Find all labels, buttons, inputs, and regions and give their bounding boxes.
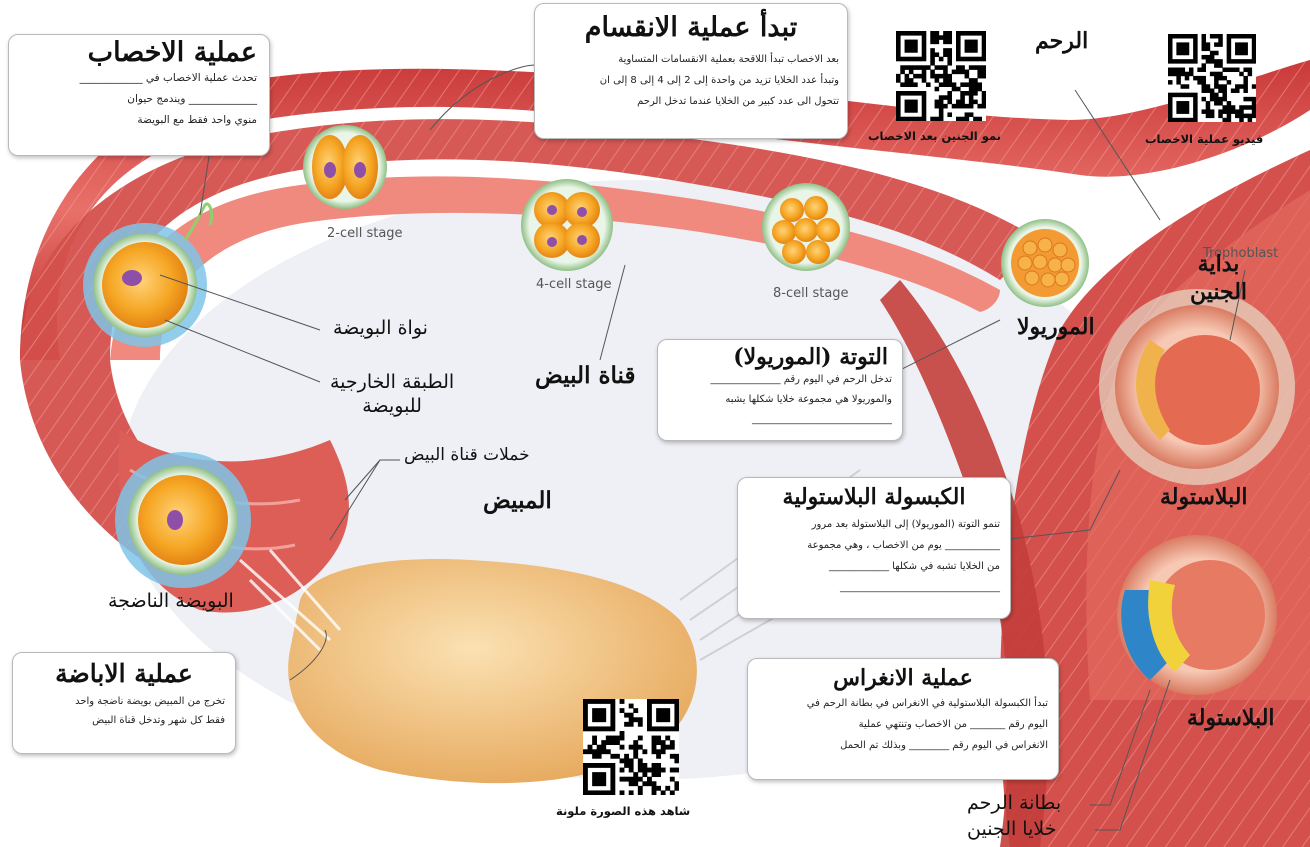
qr-code-video[interactable] [1168, 34, 1256, 122]
implantation-box: عملية الانغراس تبدأ الكبسولة البلاستولية… [747, 658, 1059, 780]
qr-pattern [1168, 34, 1256, 122]
blastocyst-line-2: ___________ يوم من الاخصاب ، وهي مجموعة [746, 535, 1000, 556]
implantation-title: عملية الانغراس [748, 659, 1058, 691]
division-title: تبدأ عملية الانقسام [535, 4, 847, 43]
qr-code-color[interactable] [583, 699, 679, 795]
division-box: تبدأ عملية الانقسام بعد الاخصاب تبدأ الل… [534, 3, 848, 139]
qr-caption-color: شاهد هذه الصورة ملونة [556, 804, 690, 818]
label-ovary: المبيض [483, 487, 552, 514]
morula-line-2: والموريولا هي مجموعة خلايا شكلها يشبه [666, 390, 892, 410]
morula-box: التوتة (الموريولا) تدخل الرحم في اليوم ر… [657, 339, 903, 441]
label-4-cell-stage: 4-cell stage [536, 277, 612, 292]
label-mature-egg: البويضة الناضجة [108, 590, 234, 612]
label-embryo-cells: خلايا الجنين [967, 818, 1056, 840]
division-line-2: وتبدأ عدد الخلايا تزيد من واحدة إلى 2 إل… [541, 70, 839, 91]
blastocyst-line-3: من الخلايا تشبه في شكلها ____________ [746, 556, 1000, 577]
qr-pattern [583, 699, 679, 795]
ovulation-line-1: تخرج من المبيض بويضة ناضجة واحد [21, 692, 225, 711]
ovulation-title: عملية الاباضة [13, 653, 235, 688]
label-egg-nucleus: نواة البويضة [333, 317, 428, 339]
label-blastula-1: البلاستولة [1160, 484, 1248, 510]
ovulation-box: عملية الاباضة تخرج من المبيض بويضة ناضجة… [12, 652, 236, 754]
morula-line-1: تدخل الرحم في اليوم رقم ______________ [666, 370, 892, 390]
blastocyst-line-4: ________________________________ [746, 577, 1000, 598]
fertilization-line-3: منوي واحد فقط مع البويضة [17, 110, 257, 131]
fertilization-line-2: _____________ ويندمج حيوان [17, 89, 257, 110]
division-line-3: تتحول الى عدد كبير من الخلايا عندما تدخل… [541, 91, 839, 112]
label-fallopian-tube: قناة البيض [535, 362, 635, 389]
morula-line-3: ____________________________ [666, 410, 892, 430]
ovulation-line-2: فقط كل شهر وتدخل قناة البيض [21, 711, 225, 730]
qr-caption-growth: نمو الجنين بعد الاخصاب [868, 129, 1001, 143]
division-line-1: بعد الاخصاب تبدأ اللاقحة بعملية الانقسام… [541, 49, 839, 70]
morula-title: التوتة (الموريولا) [658, 340, 902, 370]
label-uterine-lining: بطانة الرحم [967, 792, 1061, 814]
label-morula: الموريولا [1017, 314, 1095, 340]
label-2-cell-stage: 2-cell stage [327, 226, 403, 241]
blastocyst-box: الكبسولة البلاستولية تنمو التوتة (الموري… [737, 477, 1011, 619]
label-uterus: الرحم [1035, 28, 1088, 54]
implantation-line-1: تبدأ الكبسولة البلاستولية في الانغراس في… [756, 693, 1048, 714]
label-tube-fimbriae: خملات قناة البيض [404, 445, 530, 465]
label-8-cell-stage: 8-cell stage [773, 286, 849, 301]
implantation-line-2: اليوم رقم _______ من الاخصاب وتنتهي عملي… [756, 714, 1048, 735]
qr-code-growth[interactable] [896, 31, 986, 121]
blastocyst-title: الكبسولة البلاستولية [738, 478, 1010, 510]
blastocyst-line-1: تنمو التوتة (الموريولا) إلى البلاستولة ب… [746, 514, 1000, 535]
qr-caption-video: فيديو عملية الاخصاب [1145, 132, 1263, 146]
label-embryo-start: بداية الجنين [1190, 250, 1247, 306]
label-blastula-2: البلاستولة [1187, 705, 1275, 731]
implantation-line-3: الانغراس في اليوم رقم ________ وبذلك تم … [756, 735, 1048, 756]
fertilization-box: عملية الاخصاب تحدث عملية الاخصاب في ____… [8, 34, 270, 156]
qr-pattern [896, 31, 986, 121]
fertilization-title: عملية الاخصاب [9, 35, 269, 68]
fertilization-line-1: تحدث عملية الاخصاب في ____________ [17, 68, 257, 89]
label-egg-outer-layer: الطبقة الخارجية للبويضة [330, 370, 454, 418]
